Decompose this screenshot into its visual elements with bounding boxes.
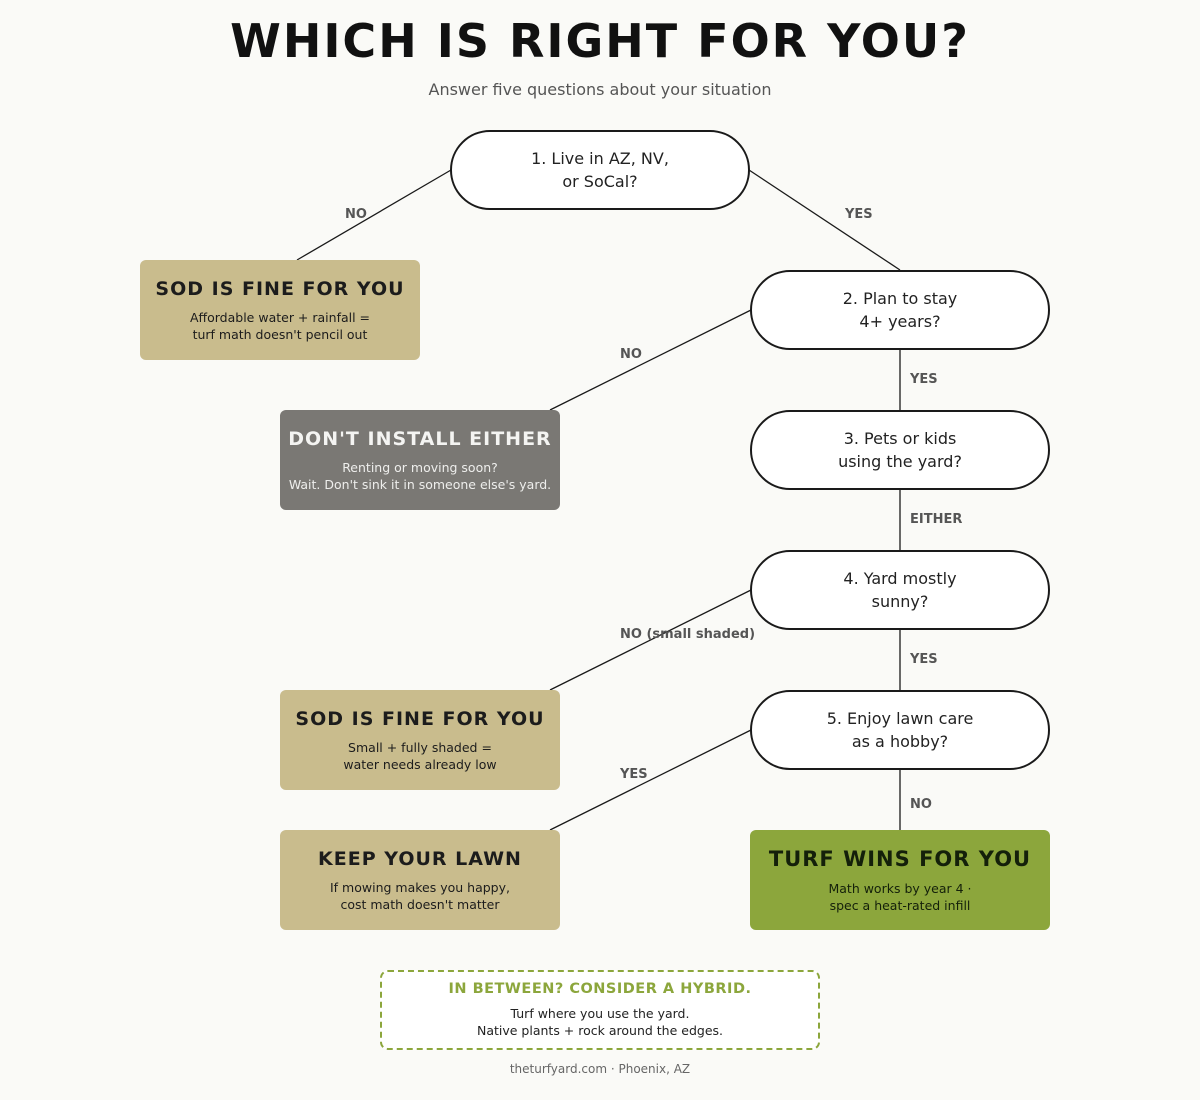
edge-q4-no — [549, 589, 752, 691]
edge-q1-no — [296, 169, 452, 261]
outcome-title: DON'T INSTALL EITHER — [288, 427, 552, 450]
edge-label-q1-no: NO — [345, 207, 367, 222]
outcome-dont-install-node: DON'T INSTALL EITHER Renting or moving s… — [280, 410, 560, 510]
hybrid-title: IN BETWEEN? CONSIDER A HYBRID. — [448, 981, 752, 997]
hybrid-body: Turf where you use the yard. Native plan… — [476, 1006, 723, 1038]
edge-q5-yes — [549, 729, 752, 831]
edge-label-q5-yes: YES — [620, 767, 648, 782]
question-5-text: 5. Enjoy lawn care as a hobby? — [826, 709, 974, 751]
page-title: WHICH IS RIGHT FOR YOU? — [230, 14, 970, 68]
outcome-body: Math works by year 4 · spec a heat-rated… — [828, 880, 972, 913]
question-4-text: 4. Yard mostly sunny? — [843, 569, 957, 611]
outcome-sod-fine-shaded-node: SOD IS FINE FOR YOU Small + fully shaded… — [280, 690, 560, 790]
outcome-keep-lawn-node: KEEP YOUR LAWN If mowing makes you happy… — [280, 830, 560, 930]
question-5-node: 5. Enjoy lawn care as a hobby? — [750, 690, 1050, 770]
hybrid-callout: IN BETWEEN? CONSIDER A HYBRID. Turf wher… — [380, 970, 820, 1050]
outcome-sod-fine-node: SOD IS FINE FOR YOU Affordable water + r… — [140, 260, 420, 360]
footer-credit: theturfyard.com · Phoenix, AZ — [509, 1062, 691, 1076]
edge-label-q3-either: EITHER — [910, 512, 963, 527]
question-3-text: 3. Pets or kids using the yard? — [838, 429, 962, 471]
outcome-title: SOD IS FINE FOR YOU — [295, 707, 545, 730]
question-4-node: 4. Yard mostly sunny? — [750, 550, 1050, 630]
outcome-body: If mowing makes you happy, cost math doe… — [330, 879, 510, 912]
edge-label-q5-no: NO — [910, 797, 932, 812]
outcome-body: Renting or moving soon? Wait. Don't sink… — [288, 459, 552, 492]
outcome-turf-wins-node: TURF WINS FOR YOU Math works by year 4 ·… — [750, 830, 1050, 930]
outcome-title: TURF WINS FOR YOU — [768, 846, 1032, 871]
outcome-body: Affordable water + rainfall = turf math … — [189, 309, 371, 342]
question-2-text: 2. Plan to stay 4+ years? — [842, 289, 958, 331]
outcome-title: SOD IS FINE FOR YOU — [155, 277, 405, 300]
edge-label-q2-no: NO — [620, 347, 642, 362]
outcome-body: Small + fully shaded = water needs alrea… — [343, 739, 497, 772]
question-2-node: 2. Plan to stay 4+ years? — [750, 270, 1050, 350]
question-3-node: 3. Pets or kids using the yard? — [750, 410, 1050, 490]
edge-label-q1-yes: YES — [845, 207, 873, 222]
edge-label-q2-yes: YES — [910, 372, 938, 387]
edge-label-q4-no: NO (small shaded) — [620, 627, 756, 642]
edge-q1-yes — [748, 169, 901, 271]
edge-label-q4-yes: YES — [910, 652, 938, 667]
page-subtitle: Answer five questions about your situati… — [428, 80, 772, 99]
question-1-text: 1. Live in AZ, NV, or SoCal? — [531, 149, 669, 191]
question-1-node: 1. Live in AZ, NV, or SoCal? — [450, 130, 750, 210]
edge-q2-no — [549, 309, 752, 411]
outcome-title: KEEP YOUR LAWN — [318, 847, 522, 870]
